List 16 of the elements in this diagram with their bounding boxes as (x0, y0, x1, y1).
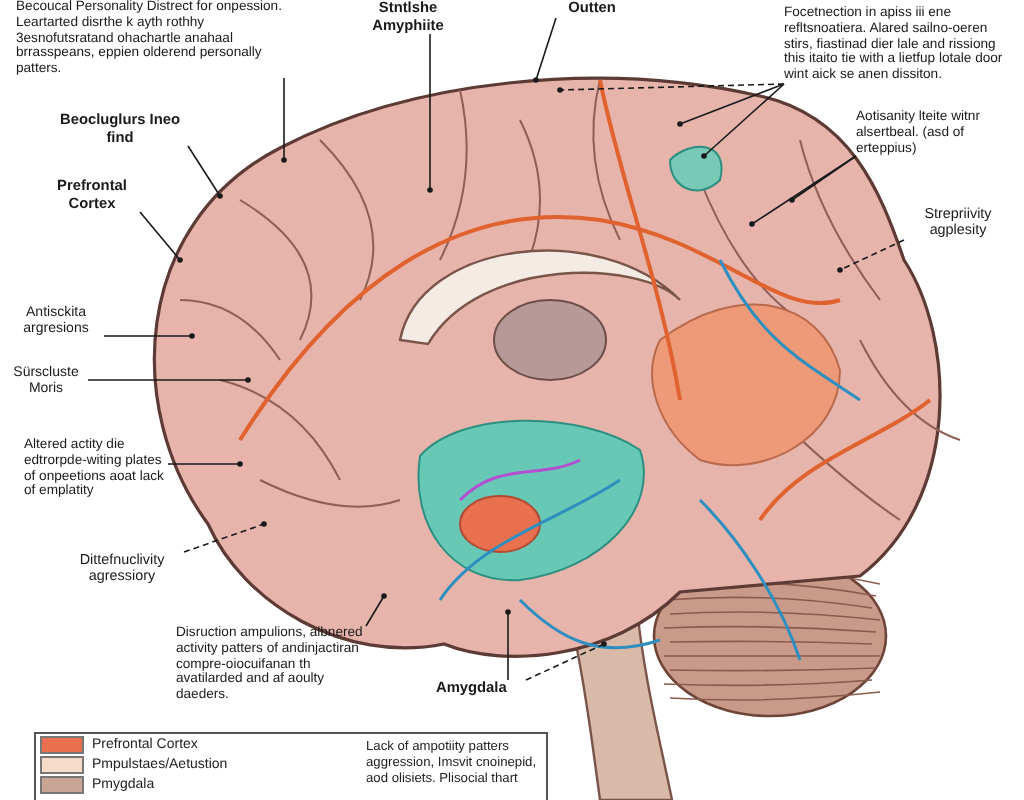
leader-line (183, 521, 267, 553)
leader-line (103, 333, 195, 339)
leader-line (677, 83, 785, 127)
leader-line (557, 83, 785, 93)
leader-line (365, 593, 387, 627)
leader-line (533, 17, 557, 83)
leader-line (281, 77, 287, 163)
leader-line (701, 83, 785, 159)
leader-line (187, 145, 223, 199)
leader-line (505, 609, 511, 681)
leader-line (837, 239, 905, 273)
leader-line (139, 211, 183, 263)
leader-line (87, 377, 251, 383)
leader-line (525, 641, 607, 681)
leader-line (427, 33, 433, 193)
leader-line (749, 155, 857, 227)
